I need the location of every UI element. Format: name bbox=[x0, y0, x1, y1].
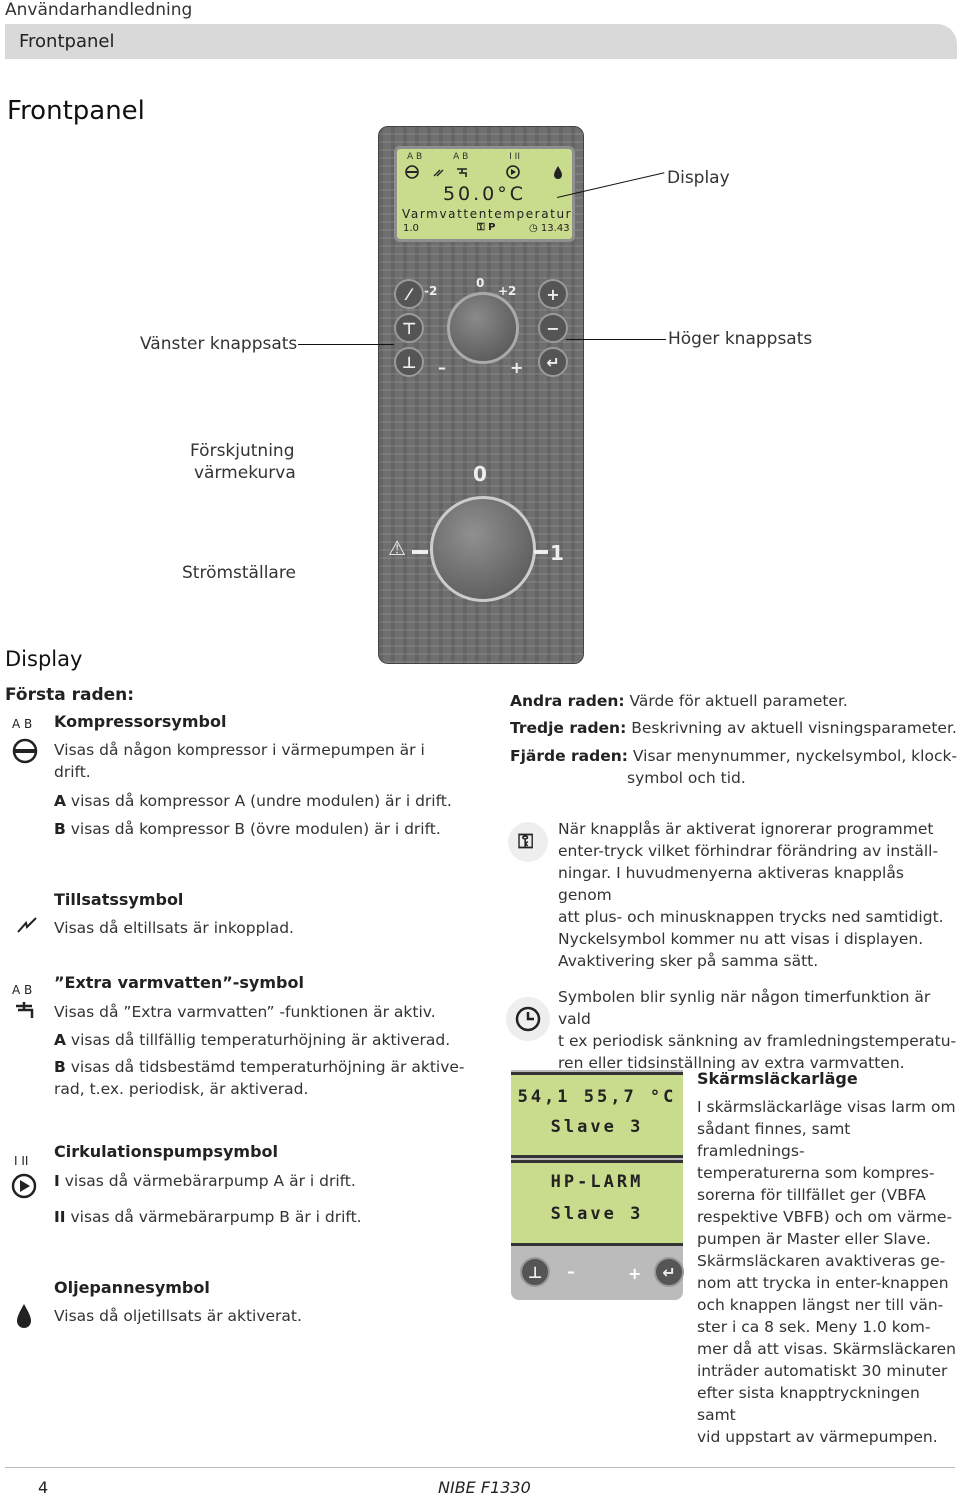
extra-hw-b-text-2: rad, t.ex. periodisk, är aktiverad. bbox=[54, 1080, 309, 1098]
first-row-heading: Första raden: bbox=[5, 685, 135, 705]
clock-icon bbox=[515, 1006, 541, 1032]
lcd-icons-row bbox=[405, 165, 562, 179]
warning-icon: ⚠ bbox=[388, 536, 406, 560]
dial-label-plus: + bbox=[510, 358, 524, 377]
screensaver-left-button[interactable]: ⊥ bbox=[520, 1257, 550, 1287]
pump-icon bbox=[506, 165, 520, 179]
compressor-icon bbox=[12, 738, 38, 764]
compressor-icon bbox=[405, 165, 419, 179]
screensaver-minus: – bbox=[567, 1262, 575, 1281]
oil-drop-icon bbox=[17, 1304, 31, 1328]
footer-product: NIBE F1330 bbox=[438, 1478, 531, 1497]
lcd-key-symbol: ⚿ P bbox=[477, 222, 496, 233]
dial-label-plus2: +2 bbox=[498, 284, 517, 298]
lcd-symbol-row: A B A B I II bbox=[407, 152, 520, 162]
oil-heading: Oljepannesymbol bbox=[54, 1278, 210, 1297]
compressor-text-1: Visas då någon kompressor i värmepumpen … bbox=[54, 741, 425, 759]
addition-icon bbox=[433, 169, 444, 177]
switch-label-zero: 0 bbox=[473, 462, 487, 486]
label-curve-shift-1: Förskjutning bbox=[190, 441, 295, 461]
key-lock-symbol-bg bbox=[508, 822, 548, 862]
addition-text: Visas då eltillsats är inkopplad. bbox=[54, 919, 294, 937]
lcd-description: Varmvattentemperatur bbox=[402, 207, 573, 221]
circ-pump-badge: I II bbox=[14, 1154, 29, 1168]
screensaver-text: I skärmsläckarläge visas larm om sådant … bbox=[697, 1098, 956, 1446]
left-key-addition-button[interactable]: ⁄ bbox=[394, 279, 424, 309]
circ-pump-i-text: I visas då värmebärarpump A är i drift. bbox=[54, 1172, 356, 1190]
doc-title: Användarhandledning bbox=[5, 0, 193, 20]
tap-icon bbox=[16, 1002, 34, 1018]
addition-heading: Tillsatssymbol bbox=[54, 890, 184, 909]
curve-shift-knob[interactable] bbox=[447, 292, 519, 364]
footer-rule bbox=[5, 1467, 955, 1468]
key-icon: ⚿ bbox=[518, 829, 534, 853]
switch-tick-left bbox=[412, 550, 428, 554]
screensaver-enter-button[interactable]: ↵ bbox=[654, 1257, 684, 1287]
compressor-text-2: drift. bbox=[54, 763, 91, 781]
circ-pump-heading: Cirkulationspumpsymbol bbox=[54, 1142, 278, 1161]
extra-hw-text: Visas då ”Extra varmvatten” -funktionen … bbox=[54, 1003, 436, 1021]
lcd-time: ◷ 13.43 bbox=[529, 223, 570, 234]
screensaver-display-2: HP-LARM Slave 3 bbox=[511, 1160, 683, 1246]
lcd-ab-compressor: A B bbox=[407, 152, 423, 162]
key-icon: ⚿ bbox=[477, 222, 485, 233]
lcd-pump-label: I II bbox=[509, 152, 520, 162]
enter-button[interactable]: ↵ bbox=[538, 347, 568, 377]
page-number: 4 bbox=[38, 1478, 49, 1497]
display-heading: Display bbox=[5, 647, 83, 671]
left-key-hotwater-button[interactable]: ⊤ bbox=[394, 313, 424, 343]
screensaver-plus: + bbox=[628, 1264, 642, 1283]
page-title: Frontpanel bbox=[7, 96, 145, 126]
extra-hw-heading: ”Extra varmvatten”-symbol bbox=[54, 973, 304, 992]
section-bar: Frontpanel bbox=[5, 24, 957, 59]
extra-hw-b-text-1: B visas då tidsbestämd temperaturhöjning… bbox=[54, 1058, 465, 1076]
dial-label-minus: – bbox=[438, 358, 446, 377]
compressor-b-text: B visas då kompressor B (övre modulen) ä… bbox=[54, 820, 441, 838]
label-display: Display bbox=[667, 168, 730, 188]
switch-label-one: 1 bbox=[550, 541, 564, 565]
arrow-left-keypad bbox=[298, 344, 394, 345]
switch-tick-right bbox=[534, 550, 548, 554]
circ-pump-ii-text: II visas då värmebärarpump B är i drift. bbox=[54, 1208, 362, 1226]
dial-label-minus2: -2 bbox=[424, 284, 438, 298]
second-row: Andra raden: Värde för aktuell parameter… bbox=[510, 692, 848, 710]
dial-label-zero: 0 bbox=[476, 276, 485, 290]
lcd-menu-number: 1.0 bbox=[403, 223, 419, 234]
oil-drop-icon bbox=[554, 166, 562, 179]
compressor-a-text: A visas då kompressor A (undre modulen) … bbox=[54, 792, 452, 810]
fourth-row-cont: symbol och tid. bbox=[627, 769, 746, 787]
compressor-heading: Kompressorsymbol bbox=[54, 712, 227, 731]
minus-button[interactable]: − bbox=[538, 313, 568, 343]
label-switch: Strömställare bbox=[182, 563, 296, 583]
clock-icon: ◷ bbox=[529, 223, 538, 234]
compressor-badge: A B bbox=[12, 717, 33, 731]
section-bar-label: Frontpanel bbox=[19, 31, 115, 52]
plus-button[interactable]: + bbox=[538, 279, 568, 309]
screensaver-display-1: 54,1 55,7 °C Slave 3 bbox=[511, 1072, 683, 1158]
screensaver-heading: Skärmsläckarläge bbox=[697, 1069, 858, 1088]
panel-display: A B A B I II 50.0°C Varmvattentemperatur… bbox=[394, 146, 575, 242]
left-key-curve-button[interactable]: ⊥ bbox=[394, 347, 424, 377]
power-switch-knob[interactable] bbox=[430, 496, 536, 602]
arrow-right-keypad bbox=[566, 339, 666, 340]
key-lock-text: När knapplås är aktiverat ignorerar prog… bbox=[558, 820, 944, 970]
addition-icon bbox=[17, 917, 37, 933]
fourth-row: Fjärde raden: Visar menynummer, nyckelsy… bbox=[510, 747, 958, 765]
lcd-value: 50.0°C bbox=[442, 183, 527, 205]
pump-icon bbox=[11, 1173, 37, 1199]
label-curve-shift-2: värmekurva bbox=[194, 463, 296, 483]
label-right-keypad: Höger knappsats bbox=[668, 329, 813, 349]
timer-text: Symbolen blir synlig när någon timerfunk… bbox=[558, 988, 957, 1072]
label-left-keypad: Vänster knappsats bbox=[140, 334, 298, 354]
extra-hw-badge: A B bbox=[12, 983, 33, 997]
third-row: Tredje raden: Beskrivning av aktuell vis… bbox=[510, 719, 957, 737]
oil-text: Visas då oljetillsats är aktiverat. bbox=[54, 1307, 302, 1325]
lcd-ab-hotwater: A B bbox=[453, 152, 469, 162]
tap-icon bbox=[457, 168, 467, 177]
extra-hw-a-text: A visas då tillfällig temperaturhöjning … bbox=[54, 1031, 451, 1049]
